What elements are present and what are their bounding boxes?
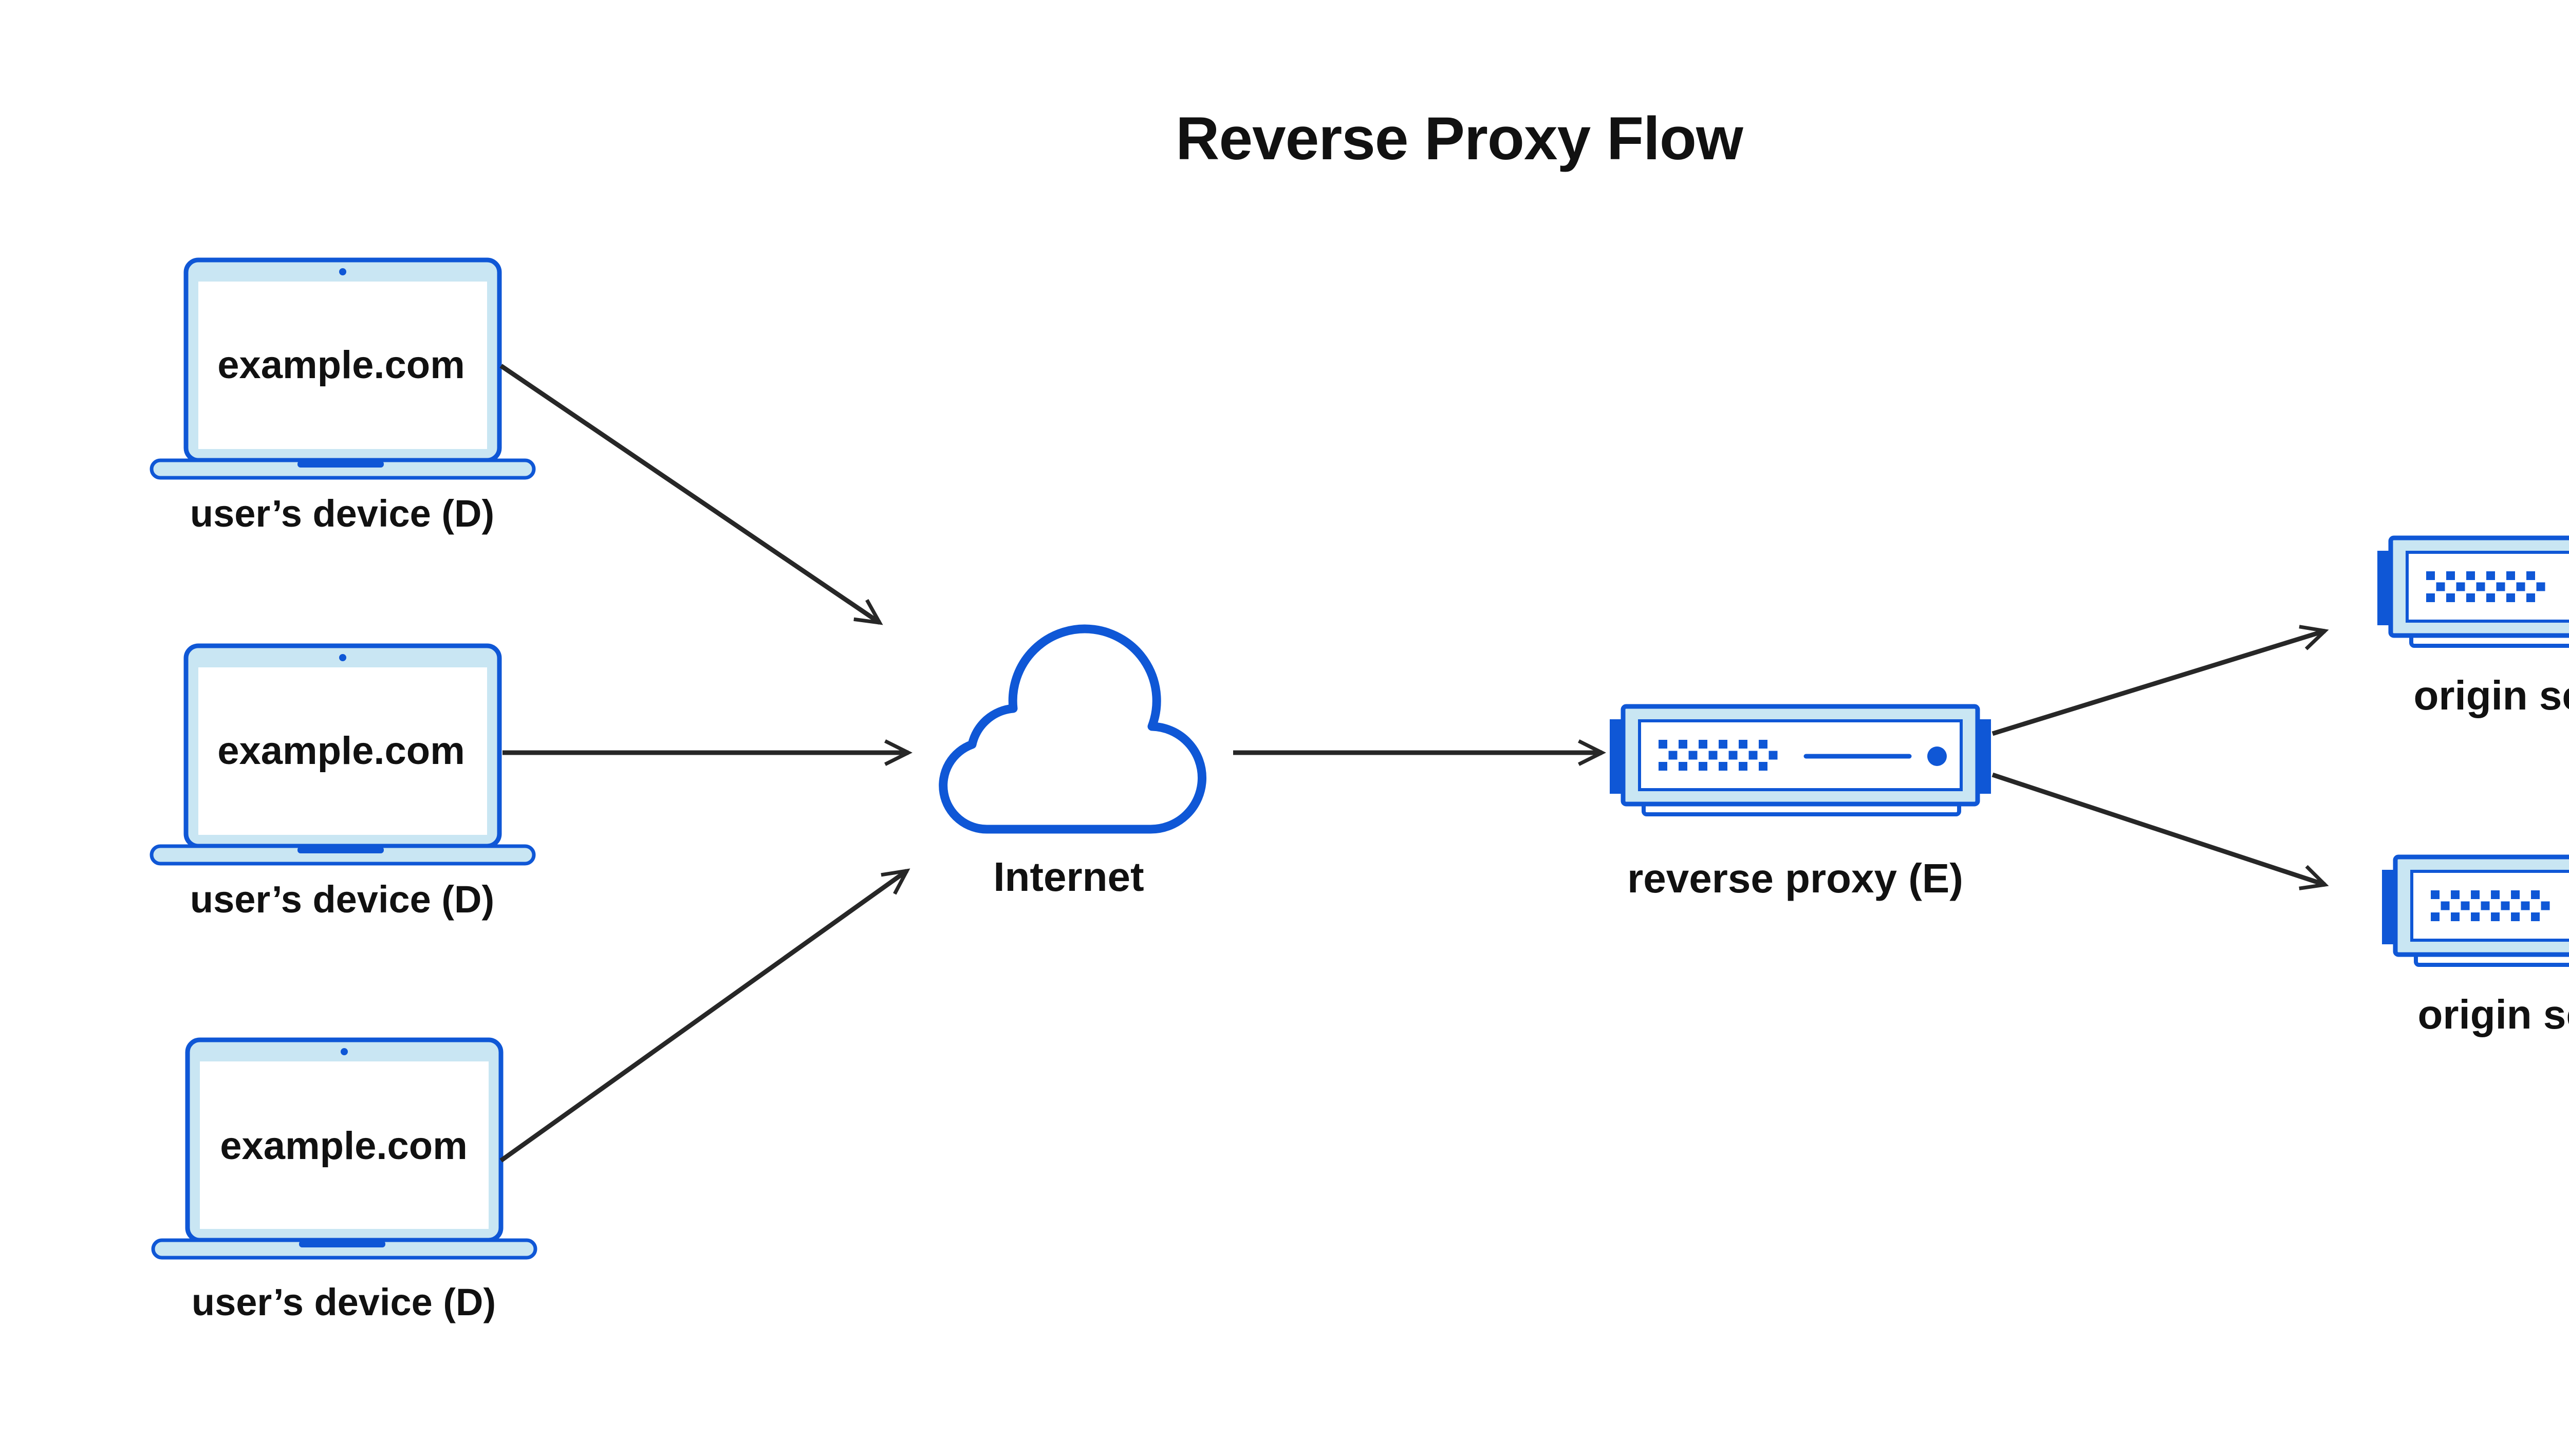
arrow-device3-to-internet — [499, 868, 910, 1163]
arrow-proxy-to-origin2 — [1991, 772, 2329, 890]
arrow-proxy-to-origin1 — [1991, 625, 2329, 736]
server-icon-origin1 — [2377, 538, 2569, 646]
device3-label: user’s device (D) — [191, 1281, 496, 1323]
device1-screen-text: example.com — [217, 343, 465, 387]
device2-label: user’s device (D) — [190, 878, 495, 921]
device1-label: user’s device (D) — [190, 492, 495, 535]
proxy-label: reverse proxy (E) — [1627, 855, 1963, 901]
internet-label: Internet — [993, 854, 1144, 900]
internet-cloud-icon — [939, 624, 1206, 834]
server-icon-proxy — [1610, 706, 1991, 814]
device3-screen-text: example.com — [220, 1124, 468, 1168]
origin1-label: origin server (F) — [2413, 673, 2569, 718]
page-title: Reverse Proxy Flow — [1176, 105, 1743, 173]
device2-screen-text: example.com — [217, 729, 465, 773]
server-icon-origin2 — [2382, 857, 2569, 965]
origin2-label: origin server (F) — [2417, 992, 2569, 1037]
arrow-device1-to-internet — [499, 364, 883, 625]
